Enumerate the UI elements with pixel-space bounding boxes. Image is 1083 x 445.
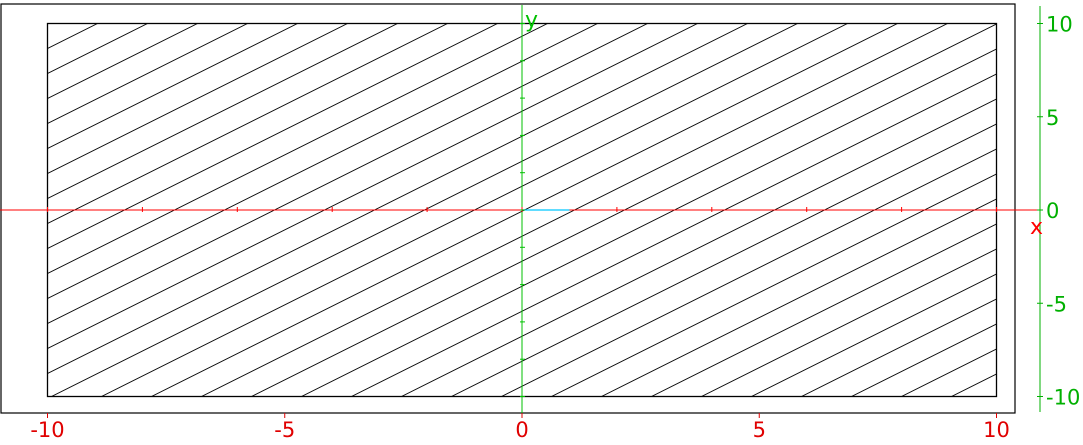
x-tick-label: 0 [515,418,528,442]
y-tick-label: -10 [1046,386,1080,410]
hatch-line [701,248,997,397]
tick-labels: -10 -5 0 5 10 10 5 0 -5 -10 x y [30,8,1080,442]
y-tick-label: 5 [1046,106,1059,130]
axes [0,5,1041,413]
hatch-line [851,323,997,397]
plot-frame [0,3,1016,414]
hatch-line [751,273,997,397]
hatch-line [47,23,298,150]
y-tick-label: 0 [1046,199,1059,223]
hatch-line [47,23,248,125]
x-axis-label: x [1030,215,1043,240]
y-tick-label: 10 [1046,13,1073,37]
axis-ticks [47,23,1043,418]
hatch-line [47,23,198,100]
hatch-line [47,23,348,175]
x-tick-label: -5 [274,418,295,442]
hatch-line [651,223,997,397]
y-axis-label: y [525,8,538,33]
hatch-line [47,23,398,200]
x-tick-label: 10 [983,418,1010,442]
x-tick-label: -10 [30,418,64,442]
x-tick-label: 5 [753,418,766,442]
hatch-line [801,298,997,397]
y-tick-label: -5 [1046,292,1067,316]
